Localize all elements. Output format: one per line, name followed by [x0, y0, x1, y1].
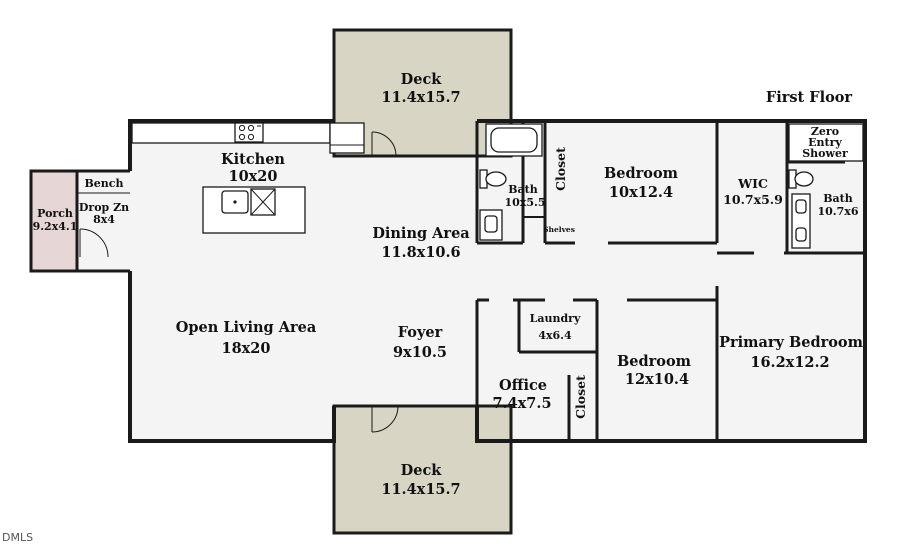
room-dims: 12x10.4: [625, 371, 689, 388]
porch-area: [29, 169, 79, 273]
room-dims: 10x20: [228, 168, 277, 185]
room-name: Drop Zn: [79, 201, 129, 214]
room-name: Office: [499, 377, 547, 394]
room-label-primary-bedroom: Primary Bedroom 16.2x12.2: [719, 334, 864, 371]
room-dims: 11.4x15.7: [381, 481, 460, 498]
floor-label: First Floor: [766, 89, 852, 106]
main-floor-area: [77, 121, 865, 441]
room-label-kitchen: Kitchen 10x20: [221, 151, 285, 185]
room-name: Foyer: [398, 324, 443, 341]
room-dims: 8x4: [93, 213, 115, 226]
room-label-office: Office 7.4x7.5: [492, 377, 551, 412]
bathtub-icon: [485, 123, 543, 157]
interior-walls: [475, 121, 865, 441]
room-dims: 10x12.4: [609, 184, 673, 201]
room-name: Dining Area: [372, 225, 470, 242]
dishwasher-icon: [250, 188, 276, 216]
room-dims: 18x20: [221, 340, 270, 357]
room-name: Bath: [823, 192, 853, 205]
kitchen-counter: [131, 122, 365, 154]
primary-toilet-icon: [788, 169, 814, 189]
toilet-icon: [479, 169, 507, 189]
deck-top-door: [371, 131, 397, 157]
room-name-line: Entry: [808, 136, 842, 149]
room-label-bath-hall: Bath 10x5.5: [504, 183, 545, 209]
stove-icon: [234, 122, 264, 143]
room-name: Laundry: [530, 312, 581, 325]
room-label-bench: Bench: [85, 177, 124, 190]
room-dims: 7.4x7.5: [492, 395, 551, 412]
room-dims: 11.8x10.6: [381, 244, 460, 261]
room-dims: 9.2x4.1: [33, 220, 78, 233]
room-dims: 11.4x15.7: [381, 89, 460, 106]
room-name-line: Zero: [811, 125, 839, 138]
room-label-bath-primary: Bath 10.7x6: [817, 192, 858, 218]
room-label-shelves: Shelves: [543, 225, 575, 234]
room-label-porch: Porch 9.2x4.1: [33, 207, 78, 233]
deck-bottom-door: [371, 405, 399, 433]
room-label-laundry: Laundry 4x6.4: [530, 312, 581, 342]
room-label-dining: Dining Area 11.8x10.6: [372, 225, 470, 261]
room-label-foyer: Foyer 9x10.5: [393, 324, 447, 361]
room-name: Deck: [401, 71, 443, 88]
room-name-line: Shower: [802, 147, 848, 160]
room-label-closet-hall: Closet: [553, 147, 568, 191]
double-vanity-icon: [791, 193, 811, 249]
room-label-deck-bottom: Deck 11.4x15.7: [381, 462, 460, 498]
deck-bottom-area: [332, 404, 513, 535]
room-label-closet-office: Closet: [573, 375, 588, 419]
room-label-living: Open Living Area 18x20: [176, 319, 317, 357]
shower-icon: [788, 123, 864, 162]
room-label-bedroom-1: Bedroom 10x12.4: [604, 165, 679, 201]
island-sink-icon: [221, 190, 249, 214]
room-name: Bath: [508, 183, 538, 196]
room-label-bedroom-2: Bedroom 12x10.4: [617, 353, 692, 388]
room-name: Bedroom: [617, 353, 692, 370]
room-dims: 4x6.4: [538, 329, 572, 342]
room-name: Open Living Area: [176, 319, 317, 336]
room-label-drop-zone: Drop Zn 8x4: [79, 201, 129, 226]
room-name: Bedroom: [604, 165, 679, 182]
watermark: DMLS: [2, 531, 33, 544]
room-label-wic: WIC 10.7x5.9: [723, 176, 783, 207]
room-label-deck-top: Deck 11.4x15.7: [381, 71, 460, 106]
room-name: Kitchen: [221, 151, 285, 168]
room-dims: 9x10.5: [393, 344, 447, 361]
room-dims: 16.2x12.2: [750, 354, 829, 371]
drop-zone-door: [79, 228, 109, 258]
room-label-zero-entry-shower: Zero Entry Shower: [802, 125, 848, 160]
room-name: Porch: [37, 207, 73, 220]
room-dims: 10.7x5.9: [723, 192, 783, 207]
room-name: WIC: [737, 176, 768, 191]
room-dims: 10x5.5: [504, 196, 545, 209]
room-name: Deck: [401, 462, 443, 479]
room-name: Primary Bedroom: [719, 334, 864, 351]
room-dims: 10.7x6: [817, 205, 858, 218]
vanity-sink-icon: [479, 209, 503, 241]
